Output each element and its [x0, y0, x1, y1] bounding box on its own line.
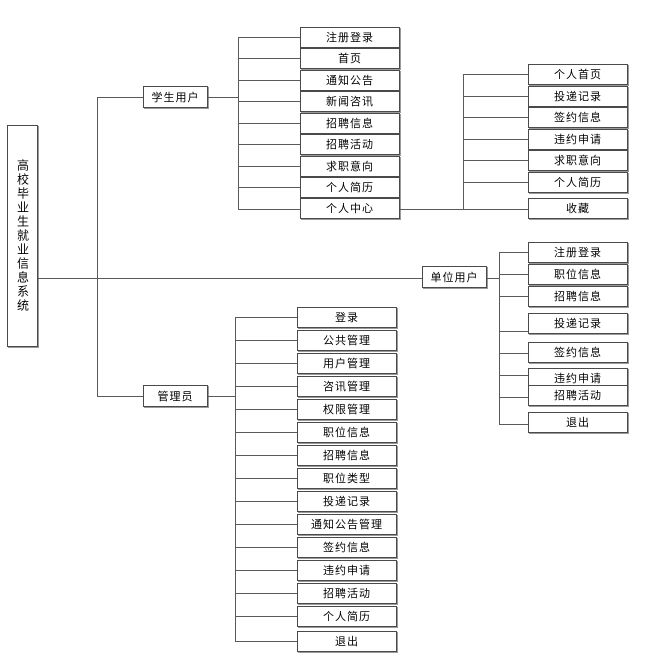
leaf-admin-9[interactable]: 通知公告管理 [297, 514, 397, 535]
connector-spine-to-employer [97, 278, 422, 279]
leaf-employer-5[interactable]: 违约申请 [528, 368, 628, 389]
leaf-employer-7[interactable]: 退出 [528, 412, 628, 433]
leaf-admin-13[interactable]: 个人简历 [297, 606, 397, 627]
leaf-student-3[interactable]: 新闻咨讯 [300, 91, 400, 112]
connector-employer-child-2 [499, 296, 528, 297]
leaf-admin-3[interactable]: 咨讯管理 [297, 376, 397, 397]
connector-student-child-0 [238, 37, 300, 38]
leaf-admin-7[interactable]: 职位类型 [297, 468, 397, 489]
connector-main-spine [97, 97, 98, 397]
leaf-student-1[interactable]: 首页 [300, 48, 400, 69]
leaf-admin-12[interactable]: 招聘活动 [297, 583, 397, 604]
connector-employer-out [487, 278, 499, 279]
connector-student-child-2 [238, 80, 300, 81]
leaf-personal-center-6[interactable]: 收藏 [528, 198, 628, 219]
connector-admin-child-4 [235, 409, 297, 410]
connector-admin-out [208, 396, 235, 397]
connector-admin-child-13 [235, 616, 297, 617]
leaf-personal-center-3[interactable]: 违约申请 [528, 129, 628, 150]
leaf-admin-0[interactable]: 登录 [297, 307, 397, 328]
leaf-employer-1[interactable]: 职位信息 [528, 264, 628, 285]
branch-node-student[interactable]: 学生用户 [143, 86, 208, 108]
connector-spine-to-admin [97, 396, 143, 397]
connector-admin-child-3 [235, 386, 297, 387]
connector-employer-child-3 [499, 331, 528, 332]
connector-admin-child-8 [235, 501, 297, 502]
leaf-employer-0[interactable]: 注册登录 [528, 242, 628, 263]
connector-employer-child-6 [499, 397, 528, 398]
connector-student-child-7 [238, 187, 300, 188]
connector-pc-child-2 [463, 117, 528, 118]
connector-root-trunk [38, 278, 97, 279]
leaf-student-8-personal-center[interactable]: 个人中心 [300, 198, 400, 219]
connector-admin-spine [235, 317, 236, 641]
leaf-student-7[interactable]: 个人简历 [300, 177, 400, 198]
connector-student-child-1 [238, 58, 300, 59]
connector-admin-child-10 [235, 547, 297, 548]
connector-student-child-6 [238, 166, 300, 167]
connector-pc-child-0 [463, 74, 528, 75]
leaf-student-0[interactable]: 注册登录 [300, 27, 400, 48]
connector-admin-child-6 [235, 455, 297, 456]
connector-student-child-8 [238, 209, 300, 210]
connector-admin-child-14 [235, 641, 297, 642]
connector-spine-to-student [97, 97, 143, 98]
leaf-admin-6[interactable]: 招聘信息 [297, 445, 397, 466]
leaf-personal-center-5[interactable]: 个人简历 [528, 172, 628, 193]
leaf-admin-10[interactable]: 签约信息 [297, 537, 397, 558]
leaf-admin-5[interactable]: 职位信息 [297, 422, 397, 443]
connector-admin-child-11 [235, 570, 297, 571]
leaf-student-6[interactable]: 求职意向 [300, 156, 400, 177]
connector-admin-child-0 [235, 317, 297, 318]
connector-admin-child-9 [235, 524, 297, 525]
root-node-system: 高校毕业生就业信息系统 [7, 125, 38, 347]
connector-pc-child-1 [463, 96, 528, 97]
connector-pc-child-5 [463, 182, 528, 183]
leaf-admin-1[interactable]: 公共管理 [297, 330, 397, 351]
branch-node-admin[interactable]: 管理员 [143, 385, 208, 407]
connector-student-child-4 [238, 123, 300, 124]
leaf-student-5[interactable]: 招聘活动 [300, 134, 400, 155]
connector-employer-child-4 [499, 353, 528, 354]
leaf-admin-8[interactable]: 投递记录 [297, 491, 397, 512]
leaf-admin-2[interactable]: 用户管理 [297, 353, 397, 374]
leaf-admin-4[interactable]: 权限管理 [297, 399, 397, 420]
connector-admin-child-1 [235, 340, 297, 341]
connector-student-child-5 [238, 144, 300, 145]
connector-pc-child-6 [463, 209, 528, 210]
branch-node-employer[interactable]: 单位用户 [422, 266, 487, 288]
leaf-personal-center-4[interactable]: 求职意向 [528, 150, 628, 171]
connector-employer-child-1 [499, 274, 528, 275]
leaf-employer-2[interactable]: 招聘信息 [528, 286, 628, 307]
leaf-admin-14[interactable]: 退出 [297, 631, 397, 652]
connector-personal-center-out [400, 209, 463, 210]
leaf-personal-center-0[interactable]: 个人首页 [528, 64, 628, 85]
connector-pc-child-3 [463, 139, 528, 140]
leaf-employer-4[interactable]: 签约信息 [528, 342, 628, 363]
leaf-personal-center-1[interactable]: 投递记录 [528, 86, 628, 107]
connector-student-out [208, 97, 238, 98]
connector-admin-child-5 [235, 432, 297, 433]
connector-personal-center-spine [463, 74, 464, 209]
connector-employer-spine [499, 252, 500, 424]
connector-employer-child-0 [499, 252, 528, 253]
leaf-employer-6[interactable]: 招聘活动 [528, 385, 628, 406]
connector-admin-child-12 [235, 593, 297, 594]
connector-admin-child-7 [235, 478, 297, 479]
leaf-employer-3[interactable]: 投递记录 [528, 313, 628, 334]
leaf-student-2[interactable]: 通知公告 [300, 70, 400, 91]
leaf-admin-11[interactable]: 违约申请 [297, 560, 397, 581]
connector-pc-child-4 [463, 160, 528, 161]
connector-admin-child-2 [235, 363, 297, 364]
leaf-student-4[interactable]: 招聘信息 [300, 113, 400, 134]
leaf-personal-center-2[interactable]: 签约信息 [528, 107, 628, 128]
connector-student-child-3 [238, 101, 300, 102]
connector-employer-child-7 [499, 424, 528, 425]
connector-employer-child-5 [499, 375, 528, 376]
